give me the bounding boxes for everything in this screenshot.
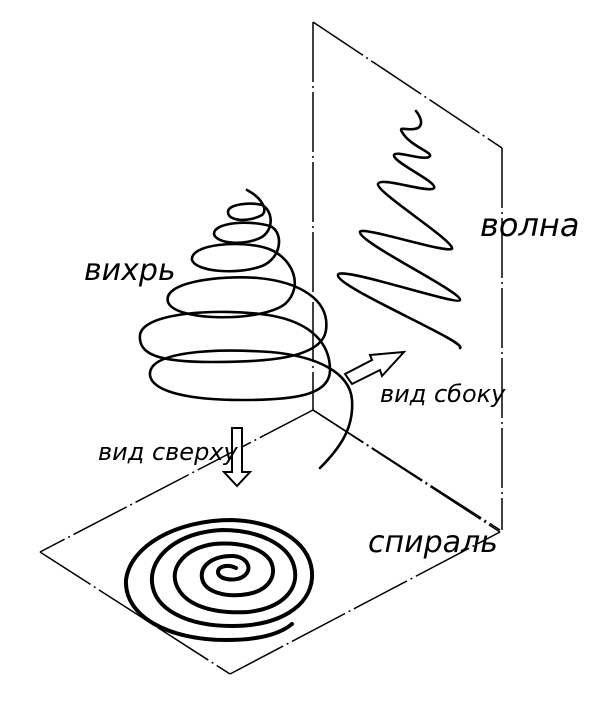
vertical-plane	[312, 21, 503, 531]
vortex-helix	[138, 188, 354, 470]
wave-label: волна	[480, 206, 579, 244]
wave-curve	[336, 109, 462, 350]
top-view-arrow-icon	[221, 427, 253, 488]
spiral-curve	[123, 517, 315, 643]
side-view-arrow-icon	[343, 350, 407, 386]
spiral-label: спираль	[368, 525, 498, 560]
vortex-label: вихрь	[84, 253, 176, 288]
top-view-label: вид сверху	[98, 438, 239, 466]
side-view-label: вид сбоку	[380, 380, 506, 408]
horizontal-plane	[39, 409, 501, 675]
